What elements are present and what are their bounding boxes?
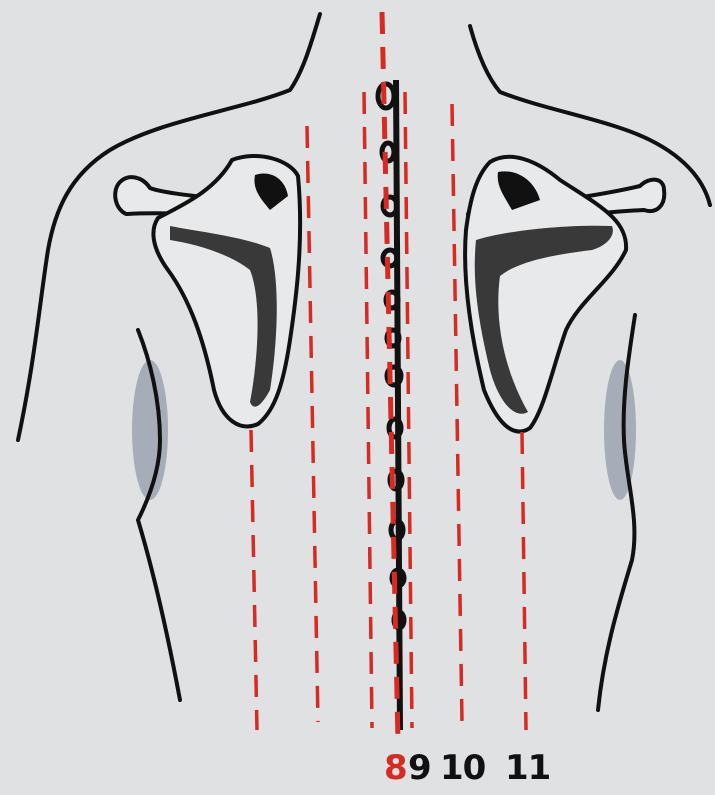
line-9-right bbox=[405, 92, 412, 728]
label-line-9: 9 bbox=[408, 748, 431, 788]
line-11-right bbox=[522, 432, 526, 730]
label-line-8: 8 bbox=[384, 748, 407, 788]
line-10-right bbox=[452, 104, 462, 722]
line-11-left bbox=[251, 430, 257, 730]
line-10-left bbox=[307, 126, 318, 722]
spine-axis bbox=[396, 80, 400, 730]
label-line-11: 11 bbox=[505, 748, 550, 788]
torso-outline bbox=[18, 14, 710, 710]
label-line-10: 10 bbox=[440, 748, 485, 788]
line-9-left bbox=[364, 92, 372, 728]
body-shading bbox=[132, 360, 636, 500]
right-scapula bbox=[465, 157, 664, 432]
